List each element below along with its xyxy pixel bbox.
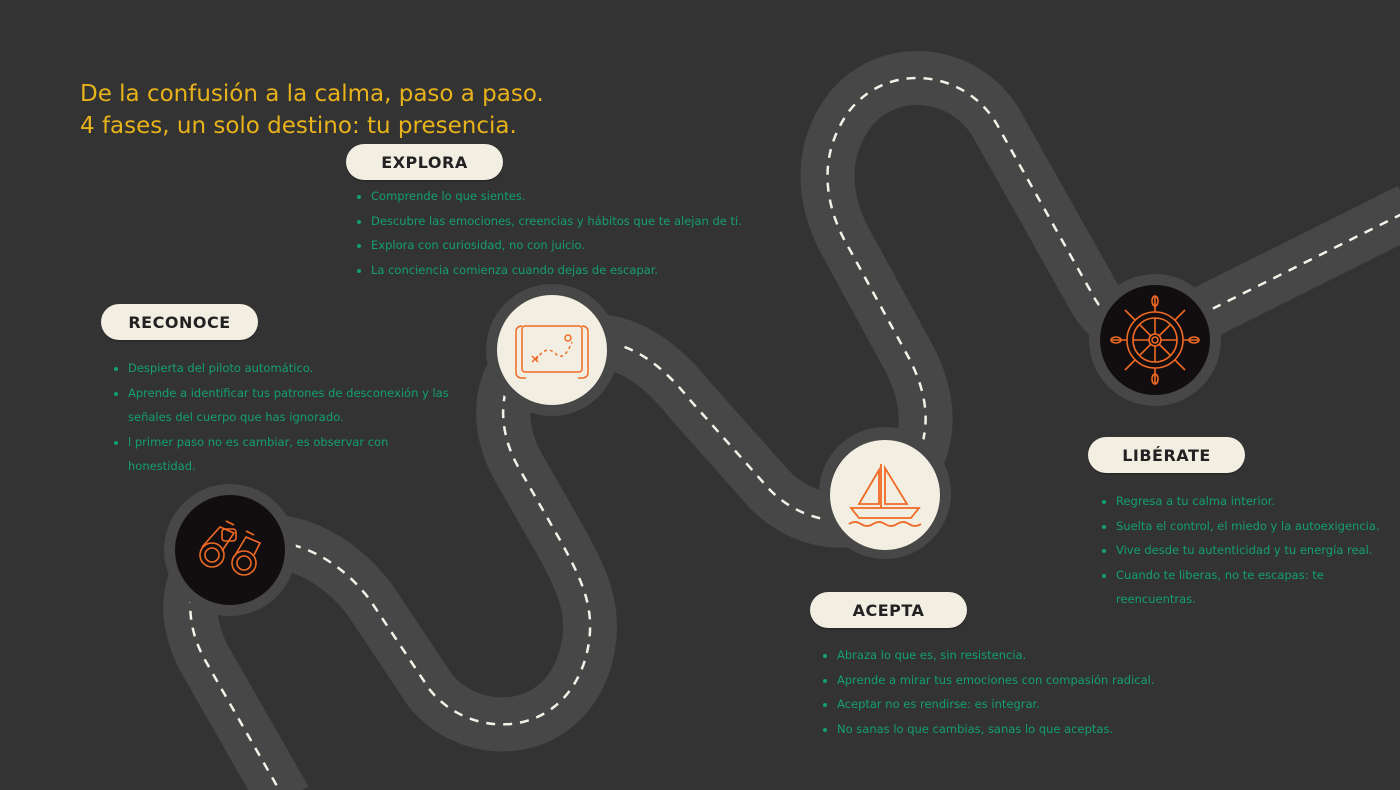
list-item: Explora con curiosidad, no con juicio. bbox=[371, 233, 791, 258]
list-item: Despierta del piloto automático. bbox=[128, 356, 458, 381]
list-item: Abraza lo que es, sin resistencia. bbox=[837, 643, 1237, 668]
phase-explora-label: EXPLORA bbox=[346, 144, 503, 180]
boat-node bbox=[830, 440, 940, 550]
list-item: La conciencia comienza cuando dejas de e… bbox=[371, 258, 791, 283]
sailboat-icon bbox=[848, 464, 922, 527]
phase-reconoce-label: RECONOCE bbox=[101, 304, 258, 340]
phase-liberate-points: Regresa a tu calma interior. Suelta el c… bbox=[1098, 489, 1400, 612]
list-item: Aceptar no es rendirse: es integrar. bbox=[837, 692, 1237, 717]
phase-reconoce-points: Despierta del piloto automático. Aprende… bbox=[110, 356, 458, 479]
list-item: Aprende a mirar tus emociones con compas… bbox=[837, 668, 1237, 693]
list-item: Regresa a tu calma interior. bbox=[1116, 489, 1400, 514]
list-item: Descubre las emociones, creencias y hábi… bbox=[371, 209, 791, 234]
headline: De la confusión a la calma, paso a paso.… bbox=[80, 78, 544, 142]
headline-line-1: De la confusión a la calma, paso a paso. bbox=[80, 81, 544, 107]
list-item: Vive desde tu autenticidad y tu energía … bbox=[1116, 538, 1400, 563]
phase-acepta-points: Abraza lo que es, sin resistencia. Apren… bbox=[819, 643, 1237, 741]
treasure-map-icon bbox=[515, 325, 589, 379]
list-item: Suelta el control, el miedo y la autoexi… bbox=[1116, 514, 1400, 539]
headline-line-2: 4 fases, un solo destino: tu presencia. bbox=[80, 113, 517, 139]
list-item: l primer paso no es cambiar, es observar… bbox=[128, 430, 458, 479]
list-item: No sanas lo que cambias, sanas lo que ac… bbox=[837, 717, 1237, 742]
ship-wheel-icon bbox=[1110, 295, 1200, 385]
binoculars-node bbox=[175, 495, 285, 605]
wheel-node bbox=[1100, 285, 1210, 395]
list-item: Aprende a identificar tus patrones de de… bbox=[128, 381, 458, 430]
phase-acepta-label: ACEPTA bbox=[810, 592, 967, 628]
map-node bbox=[497, 295, 607, 405]
binoculars-icon bbox=[199, 520, 262, 576]
list-item: Cuando te liberas, no te escapas: te ree… bbox=[1116, 563, 1400, 612]
phase-liberate-label: LIBÉRATE bbox=[1088, 437, 1245, 473]
list-item: Comprende lo que sientes. bbox=[371, 184, 791, 209]
phase-explora-points: Comprende lo que sientes. Descubre las e… bbox=[353, 184, 791, 282]
